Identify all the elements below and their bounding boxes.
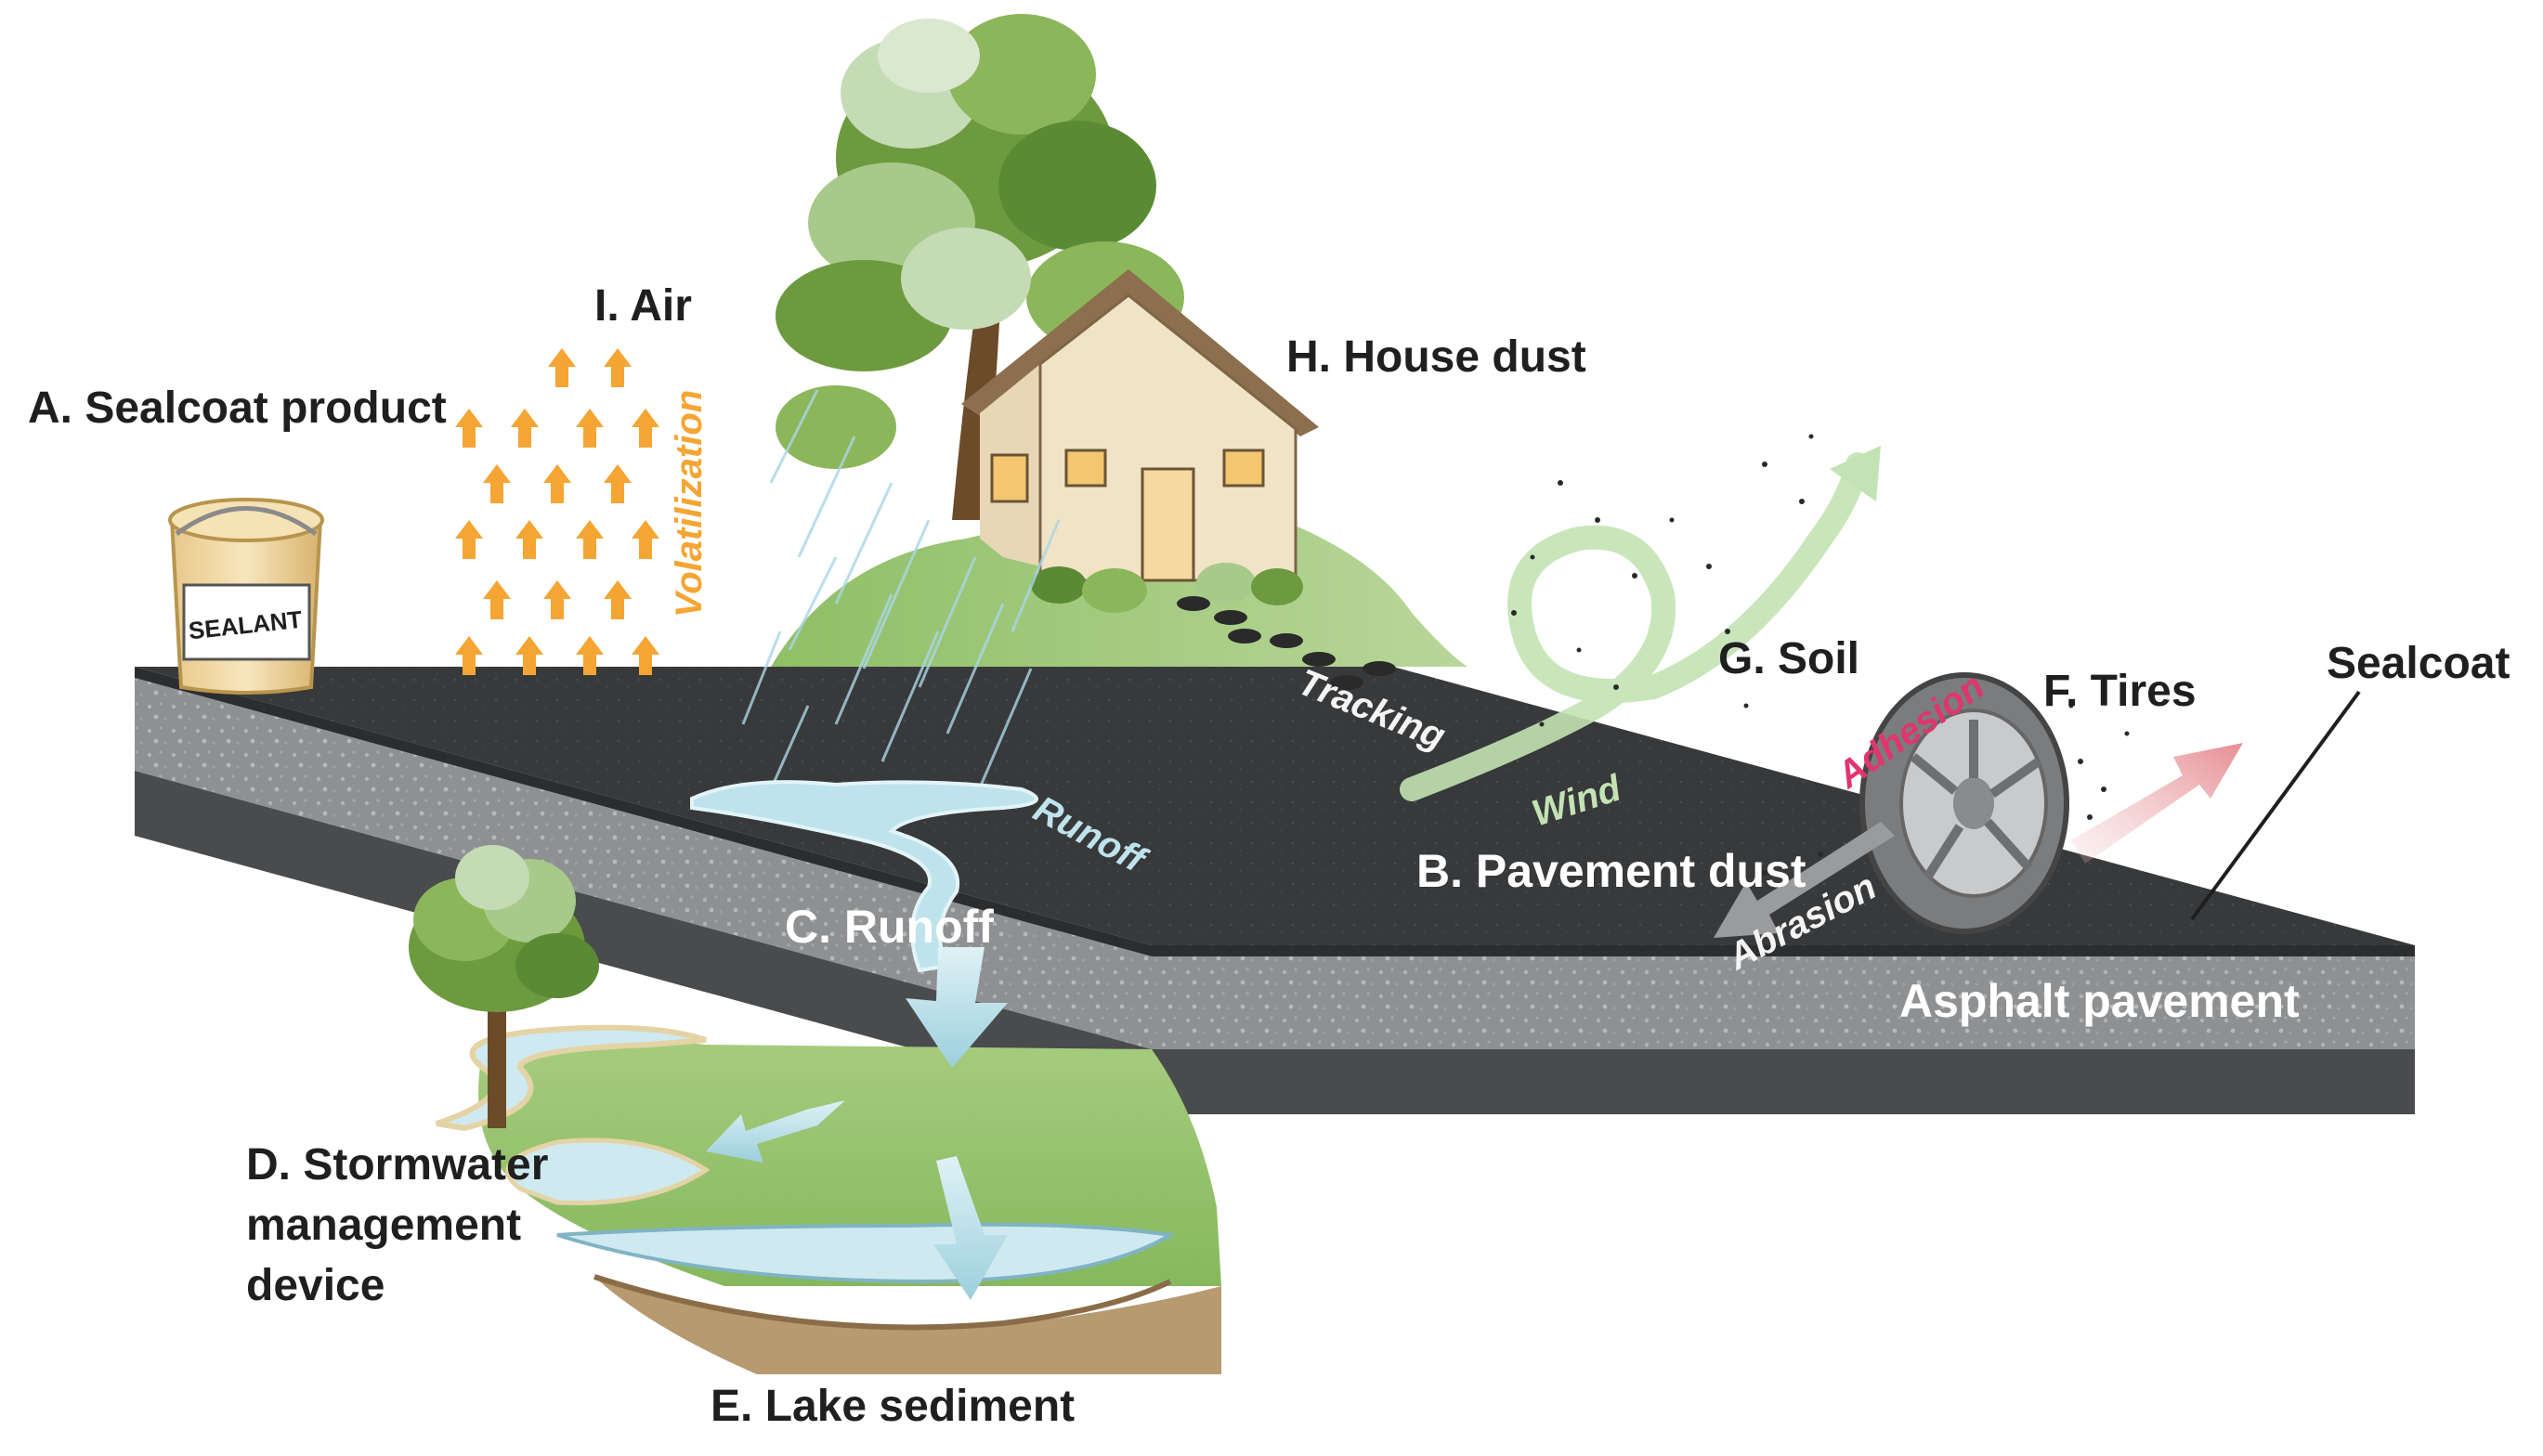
wind-swirl	[1400, 452, 1870, 801]
large-tree	[776, 14, 1184, 520]
label-stormwater-line3: device	[246, 1261, 385, 1310]
label-sealcoat: Sealcoat	[2327, 639, 2510, 688]
tire	[1859, 672, 2069, 934]
house	[961, 269, 1319, 613]
soil-cross-section	[594, 1277, 1221, 1374]
runoff-to-lake-arrow	[933, 1156, 1008, 1300]
label-air: I. Air	[594, 281, 692, 331]
label-pavement-dust: B. Pavement dust	[1416, 845, 1806, 897]
label-volatilization: Volatilization	[669, 390, 710, 618]
tire-motion-arrow	[2071, 743, 2243, 864]
label-lake-sediment: E. Lake sediment	[711, 1382, 1075, 1431]
stormwater-device-pond	[505, 1138, 711, 1206]
footprints	[1177, 596, 1396, 690]
house-door	[1141, 467, 1195, 582]
label-tires: F. Tires	[2043, 667, 2197, 716]
runoff-stream	[690, 780, 1038, 1068]
house-window-left	[1064, 448, 1107, 488]
runoff-down-arrow	[906, 947, 1008, 1068]
house-side-window	[990, 453, 1029, 503]
sealcoat-surface	[135, 667, 2415, 945]
label-asphalt-pavement: Asphalt pavement	[1899, 975, 2300, 1027]
small-tree	[409, 845, 599, 1128]
label-soil: G. Soil	[1718, 634, 1859, 683]
sealant-bucket: SEALANT	[168, 498, 324, 695]
label-house-dust: H. House dust	[1286, 332, 1586, 382]
label-runoff-c: C. Runoff	[785, 901, 994, 953]
label-sealcoat-product: A. Sealcoat product	[28, 384, 447, 433]
runoff-to-device-arrow	[706, 1100, 845, 1163]
rain-streaks	[741, 389, 1061, 800]
pavement-slab	[135, 667, 2415, 1114]
bucket-label-panel	[182, 583, 311, 661]
volatilization-arrows	[455, 348, 659, 675]
wind-arrow-head	[1830, 446, 1881, 501]
house-window-right	[1222, 448, 1265, 488]
sealcoat-leader-line	[2190, 690, 2361, 921]
lake-water	[556, 1222, 1176, 1284]
lake-bed	[593, 1274, 1172, 1331]
label-stormwater-line2: management	[246, 1201, 521, 1250]
house-front	[1038, 293, 1298, 582]
label-stormwater-line1: D. Stormwater	[246, 1140, 548, 1190]
abrasion-arrow	[1714, 822, 1895, 938]
pavement-base-layer	[135, 771, 2415, 1114]
stormwater-lake-area	[436, 1024, 1221, 1374]
